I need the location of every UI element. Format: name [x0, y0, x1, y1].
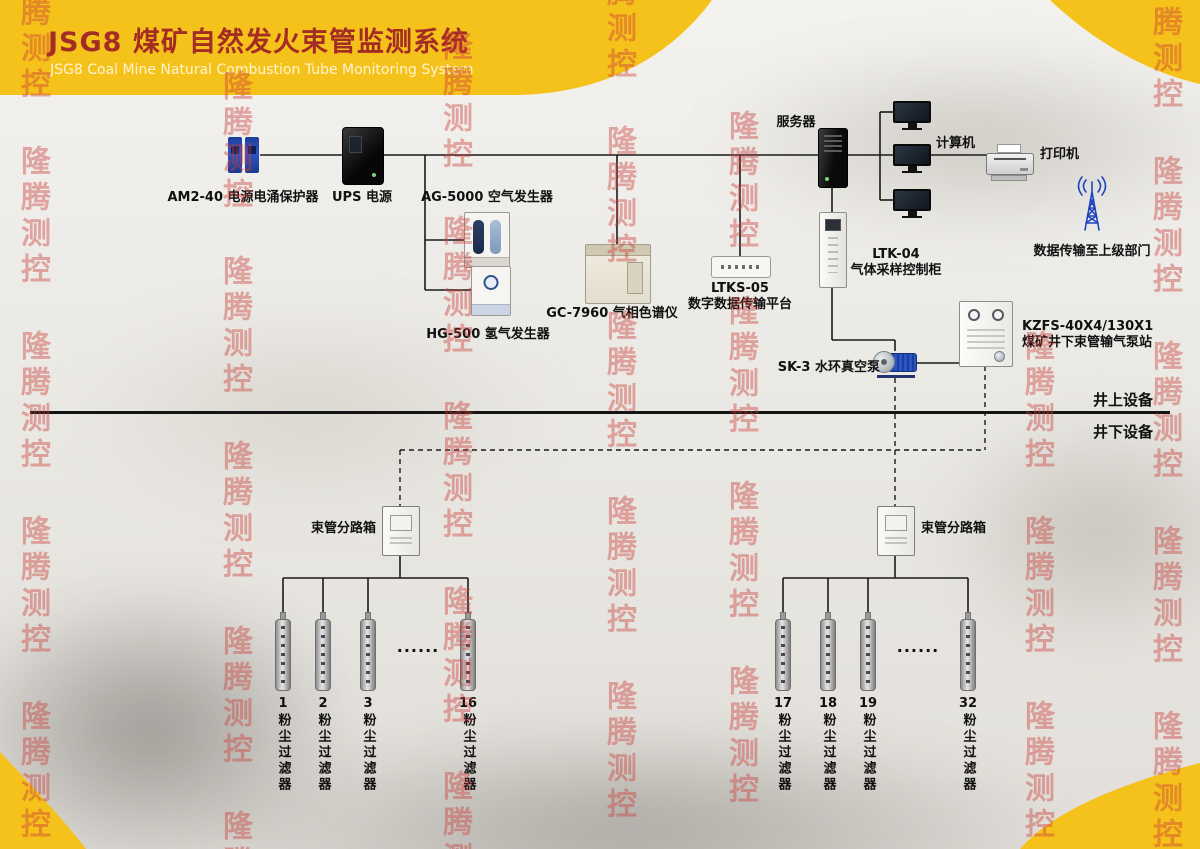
computer-monitor — [893, 144, 931, 176]
gas-sampling-cabinet-device — [819, 212, 847, 288]
dust-filter-device — [960, 612, 976, 691]
transmission-platform-label: LTKS-05 数字数据传输平台 — [662, 281, 818, 312]
antenna-icon — [1070, 176, 1114, 234]
underground-equipment-label: 井下设备 — [1093, 423, 1154, 441]
ellipsis-right: ······ — [896, 641, 940, 660]
dust-filter-device — [360, 612, 376, 691]
ellipsis-left: ······ — [396, 641, 440, 660]
branch-box-right-label: 束管分路箱 — [921, 521, 987, 536]
uplink-label: 数据传输至上级部门 — [1033, 244, 1151, 259]
surge-protector-device — [226, 136, 260, 174]
page-subtitle: JSG8 Coal Mine Natural Combustion Tube M… — [50, 62, 474, 78]
sampling-cabinet-model: LTK-04 — [872, 247, 920, 262]
printer-device — [986, 144, 1034, 181]
pump-station-cabinet-device — [959, 301, 1013, 367]
hydrogen-generator-device — [471, 266, 511, 316]
dust-filter-device — [775, 612, 791, 691]
gas-chromatograph-label: GC-7960 气相色谱仪 — [546, 306, 678, 321]
vacuum-pump-device — [873, 350, 917, 378]
air-generator-label: AG-5000 空气发生器 — [421, 190, 553, 205]
dust-filter-device — [460, 612, 476, 691]
dust-filter-device — [315, 612, 331, 691]
transmission-platform-model: LTKS-05 — [711, 281, 769, 296]
vacuum-pump-label: SK-3 水环真空泵 — [777, 360, 880, 375]
dust-filter-device — [275, 612, 291, 691]
pump-station-name: 煤矿井下束管输气泵站 — [1022, 334, 1153, 350]
branch-box-left-label: 束管分路箱 — [310, 521, 376, 536]
computer-monitor — [893, 101, 931, 133]
sampling-cabinet-label: LTK-04 气体采样控制柜 — [846, 247, 946, 278]
air-generator-device — [464, 212, 510, 268]
pump-station-label: KZFS-40X4/130X1 煤矿井下束管输气泵站 — [1022, 319, 1197, 350]
branch-box-right-device — [877, 506, 915, 556]
surface-equipment-label: 井上设备 — [1093, 391, 1154, 409]
server-device — [818, 128, 848, 188]
computer-monitor — [893, 189, 931, 221]
ups-device — [342, 127, 384, 185]
data-transmission-platform-device — [711, 256, 771, 278]
sampling-cabinet-name: 气体采样控制柜 — [850, 262, 942, 278]
pump-station-model: KZFS-40X4/130X1 — [1022, 319, 1154, 334]
computer-label: 计算机 — [936, 136, 976, 151]
dust-filter-device — [820, 612, 836, 691]
page-title: JSG8 煤矿自然发火束管监测系统 — [48, 27, 469, 58]
gas-chromatograph-device — [585, 244, 651, 304]
server-label: 服务器 — [776, 115, 816, 130]
branch-box-left-device — [382, 506, 420, 556]
surface-underground-divider — [30, 411, 1170, 414]
transmission-platform-name: 数字数据传输平台 — [687, 296, 792, 312]
hydrogen-generator-label: HG-500 氢气发生器 — [426, 327, 550, 342]
ups-label: UPS 电源 — [332, 190, 392, 205]
dust-filter-device — [860, 612, 876, 691]
printer-label: 打印机 — [1040, 147, 1080, 162]
surge-protector-label: AM2-40 电源电涌保护器 — [167, 190, 319, 205]
